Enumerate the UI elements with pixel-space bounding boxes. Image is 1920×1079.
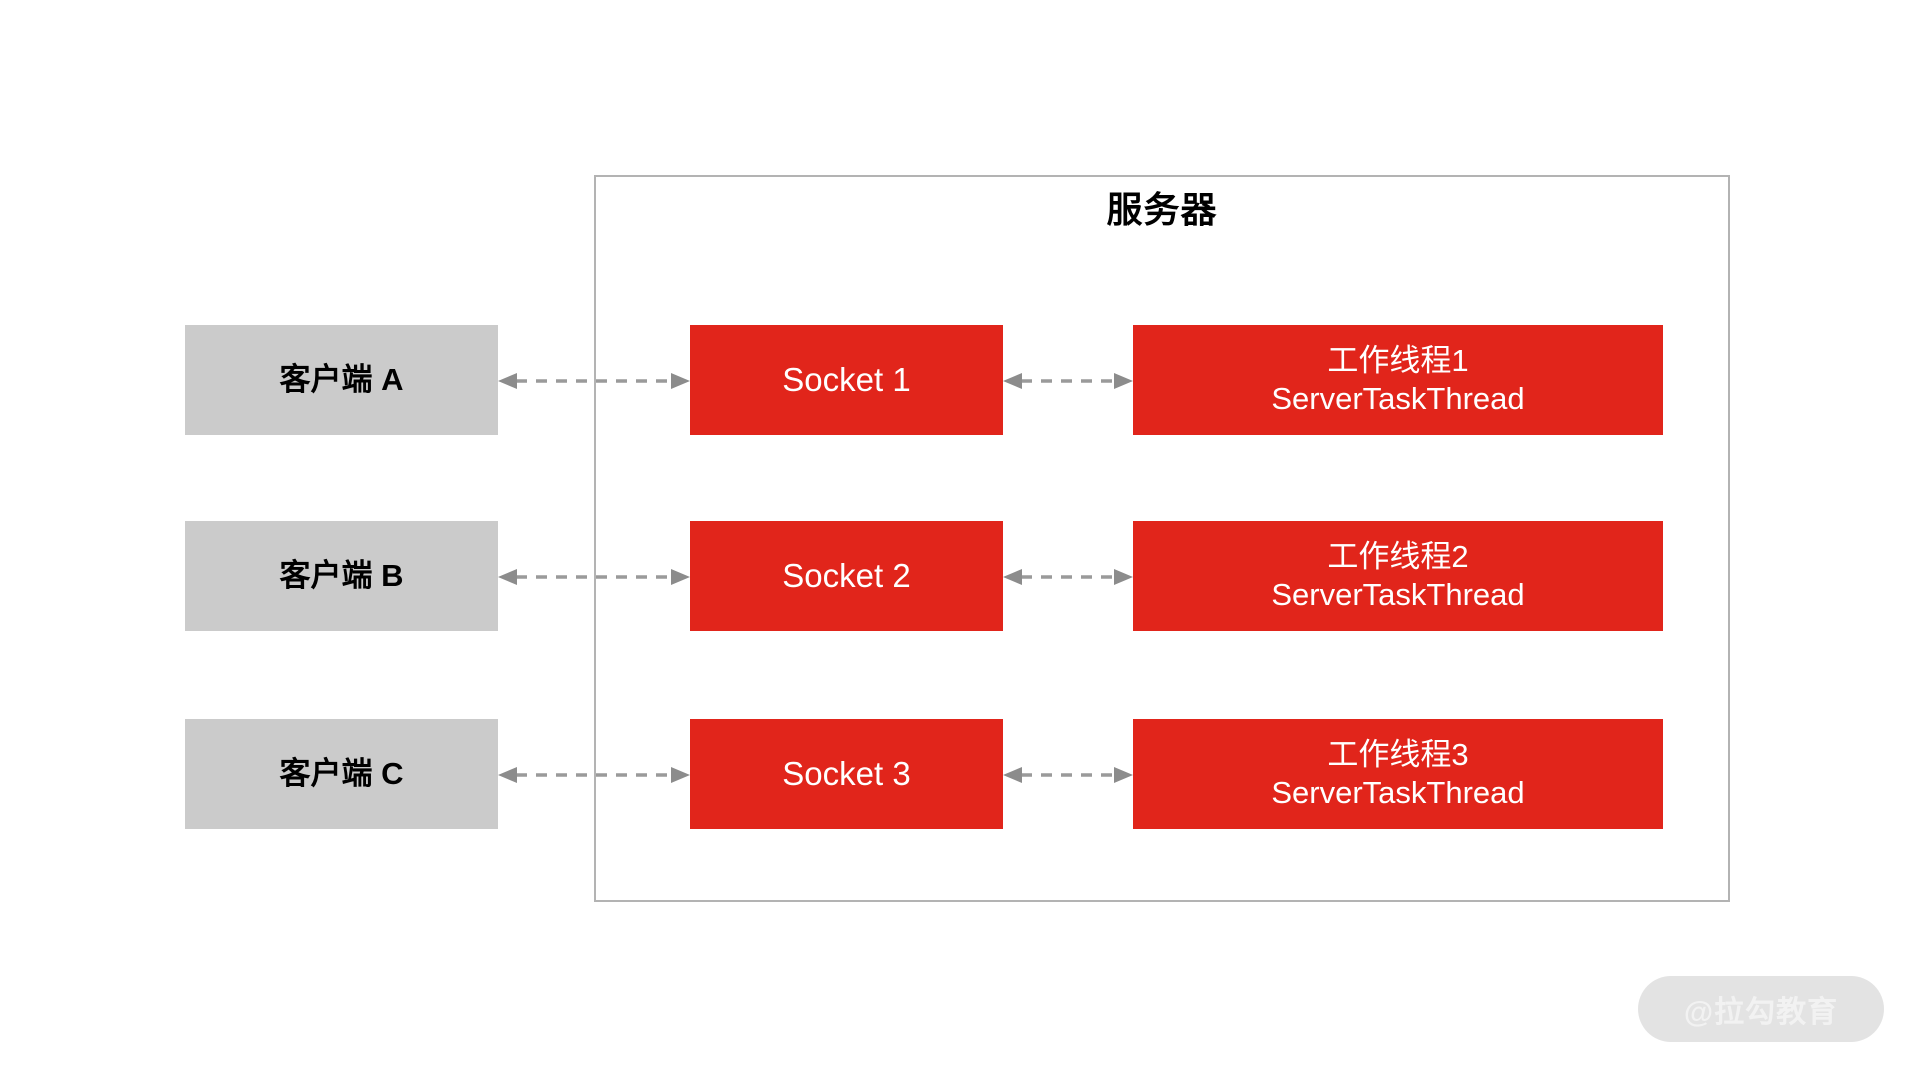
worker-thread-box-3[interactable]: 工作线程3 ServerTaskThread <box>1133 719 1663 829</box>
connector-socket-2-to-worker-2 <box>1003 565 1133 589</box>
client-label-c: 客户端 C <box>279 756 404 792</box>
worker-thread-label-1: 工作线程1 <box>1327 343 1469 379</box>
worker-thread-box-2[interactable]: 工作线程2 ServerTaskThread <box>1133 521 1663 631</box>
client-label-a: 客户端 A <box>279 362 404 398</box>
socket-box-1[interactable]: Socket 1 <box>690 325 1003 435</box>
socket-box-3[interactable]: Socket 3 <box>690 719 1003 829</box>
connector-client-a-to-socket-1 <box>498 369 690 393</box>
socket-box-2[interactable]: Socket 2 <box>690 521 1003 631</box>
watermark-badge: @拉勾教育 <box>1638 976 1884 1042</box>
connector-socket-1-to-worker-1 <box>1003 369 1133 393</box>
worker-thread-class-3: ServerTaskThread <box>1271 775 1525 810</box>
connector-client-b-to-socket-2 <box>498 565 690 589</box>
worker-thread-label-2: 工作线程2 <box>1327 539 1469 575</box>
client-box-b[interactable]: 客户端 B <box>185 521 498 631</box>
worker-thread-box-1[interactable]: 工作线程1 ServerTaskThread <box>1133 325 1663 435</box>
client-label-b: 客户端 B <box>279 558 404 594</box>
socket-label-3: Socket 3 <box>782 754 911 792</box>
socket-label-2: Socket 2 <box>782 556 911 594</box>
worker-thread-label-3: 工作线程3 <box>1327 737 1469 773</box>
worker-thread-class-2: ServerTaskThread <box>1271 577 1525 612</box>
connector-client-c-to-socket-3 <box>498 763 690 787</box>
watermark-text: @拉勾教育 <box>1683 996 1839 1029</box>
worker-thread-class-1: ServerTaskThread <box>1271 381 1525 416</box>
socket-label-1: Socket 1 <box>782 360 911 398</box>
client-box-a[interactable]: 客户端 A <box>185 325 498 435</box>
client-box-c[interactable]: 客户端 C <box>185 719 498 829</box>
server-title: 服务器 <box>1106 189 1218 230</box>
connector-socket-3-to-worker-3 <box>1003 763 1133 787</box>
